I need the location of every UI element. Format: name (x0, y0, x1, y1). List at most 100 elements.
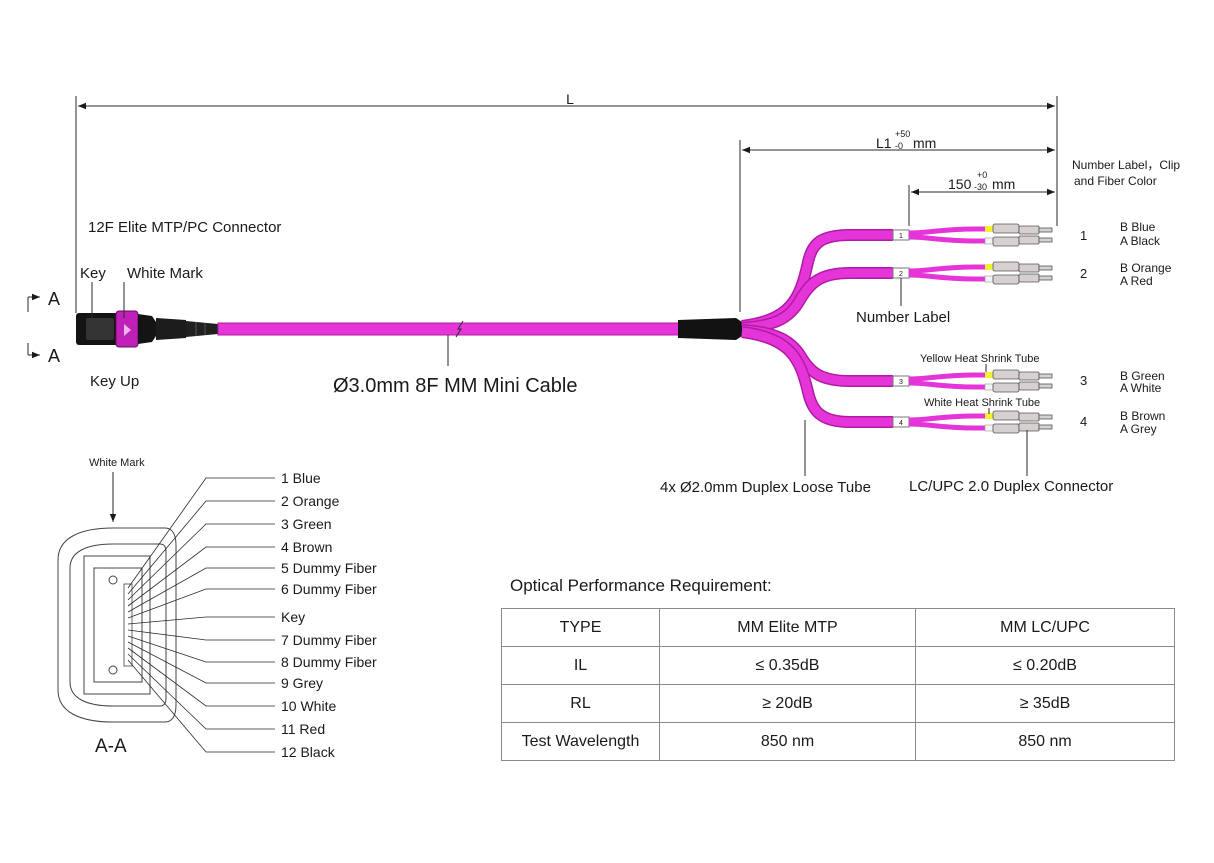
svg-text:4: 4 (899, 420, 903, 427)
fiber-leader (127, 567, 275, 613)
fiber-leader (127, 641, 275, 684)
table-cell: ≥ 20dB (659, 684, 916, 723)
svg-text:mm: mm (992, 176, 1015, 192)
fiber-label: 1 Blue (281, 470, 321, 486)
table-cell: RL (501, 684, 660, 723)
svg-text:-0: -0 (895, 141, 903, 151)
section-title: A-A (95, 736, 127, 757)
fiber-label: 12 Black (281, 744, 336, 760)
table-row: IL ≤ 0.35dB ≤ 0.20dB (501, 646, 1175, 685)
key-label: Key (80, 265, 106, 282)
fiber-label: 8 Dummy Fiber (281, 654, 377, 670)
mtp-white-mark-triangle (124, 324, 131, 336)
table-cell: ≤ 0.20dB (915, 646, 1175, 685)
leg-2-tube (741, 267, 893, 334)
table-cell: IL (501, 646, 660, 685)
leg-number: 1 (1080, 228, 1087, 243)
white-tube-label: White Heat Shrink Tube (924, 397, 1040, 409)
mtp-boot-tail (186, 321, 218, 337)
fiber-leaders (127, 477, 275, 753)
leg-a-color: A Grey (1120, 422, 1157, 436)
performance-table: TYPE MM Elite MTP MM LC/UPC IL ≤ 0.35dB … (501, 608, 1175, 761)
fiber-label: 9 Grey (281, 675, 323, 691)
section-view: White Mark A-A (57, 457, 177, 757)
dimension-lines (75, 96, 1058, 312)
header-cell: TYPE (501, 608, 660, 647)
section-a-top: A (48, 289, 60, 309)
number-clip-label-line1: Number Label，Clip (1072, 158, 1180, 172)
table-cell: 850 nm (659, 722, 916, 761)
cable-label: Ø3.0mm 8F MM Mini Cable (333, 375, 578, 397)
fiber-label: 5 Dummy Fiber (281, 560, 377, 576)
fiber-label: 10 White (281, 698, 336, 714)
leg-2: 2 2 B Orange A Red (892, 261, 1172, 288)
svg-text:L1: L1 (876, 135, 892, 151)
section-marker (27, 293, 40, 359)
white-heat-shrink (984, 275, 994, 283)
section-ferrule (93, 567, 143, 683)
svg-text:-30: -30 (974, 182, 987, 192)
svg-text:1: 1 (899, 233, 903, 240)
lc-connector-label: LC/UPC 2.0 Duplex Connector (909, 478, 1113, 495)
mtp-boot-front (138, 314, 156, 344)
overall-length-label: L (566, 91, 574, 107)
fiber-leader (127, 659, 275, 753)
guide-hole-bottom (108, 665, 118, 675)
white-heat-shrink (984, 383, 994, 391)
yellow-heat-shrink (985, 372, 993, 378)
leg-b-color: B Green (1120, 369, 1165, 383)
fiber-leader (127, 500, 275, 595)
leg-length-label: 150 +0 -30 mm (948, 170, 1015, 192)
leg-number: 2 (1080, 266, 1087, 281)
mtp-connector (76, 310, 218, 348)
leg-number: 4 (1080, 414, 1087, 429)
fiber-leader (127, 523, 275, 601)
fiber-label: 11 Red (281, 721, 325, 737)
fiber-leader (127, 635, 275, 663)
section-ferrule-outer (83, 555, 151, 695)
fiber-label: Key (281, 609, 305, 625)
fiber-label: 3 Green (281, 516, 332, 532)
white-mark-label: White Mark (127, 265, 203, 282)
svg-text:3: 3 (899, 379, 903, 386)
fiber-leader (127, 588, 275, 619)
fiber-leader (127, 477, 275, 589)
table-row: Test Wavelength 850 nm 850 nm (501, 722, 1175, 761)
yellow-heat-shrink (985, 226, 993, 232)
fiber-leader (127, 546, 275, 607)
fanout-legs (741, 229, 893, 428)
leg-1: 1 1 B Blue A Black (892, 220, 1161, 248)
section-white-mark-label: White Mark (89, 457, 145, 469)
performance-title: Optical Performance Requirement: (510, 576, 772, 595)
white-heat-shrink (984, 424, 994, 432)
yellow-tube-label: Yellow Heat Shrink Tube (920, 353, 1039, 365)
table-cell: ≤ 0.35dB (659, 646, 916, 685)
cable-break-mark (455, 320, 464, 338)
key-up-label: Key Up (90, 373, 139, 390)
table-cell: ≥ 35dB (915, 684, 1175, 723)
leg-b-color: B Blue (1120, 220, 1156, 234)
leg-number: 3 (1080, 373, 1087, 388)
fiber-label: 4 Brown (281, 539, 332, 555)
fiber-leader (127, 647, 275, 707)
white-heat-shrink (984, 237, 994, 245)
section-inner-housing (69, 543, 167, 707)
lc-connector (992, 369, 1053, 393)
svg-text:+50: +50 (895, 129, 910, 139)
header-cell: MM Elite MTP (659, 608, 916, 647)
lc-connector (992, 223, 1053, 247)
breakout-boot (678, 318, 742, 340)
table-cell: 850 nm (915, 722, 1175, 761)
fiber-leader (127, 653, 275, 730)
fiber-label: 7 Dummy Fiber (281, 632, 377, 648)
guide-hole-top (108, 575, 118, 585)
yellow-heat-shrink (985, 264, 993, 270)
breakout-length-label: L1 +50 -0 mm (876, 129, 936, 151)
leg-a-color: A White (1120, 381, 1162, 395)
section-outer-housing (57, 527, 177, 723)
leg-3: 3 3 B Green A White (892, 369, 1165, 395)
svg-text:+0: +0 (977, 170, 987, 180)
